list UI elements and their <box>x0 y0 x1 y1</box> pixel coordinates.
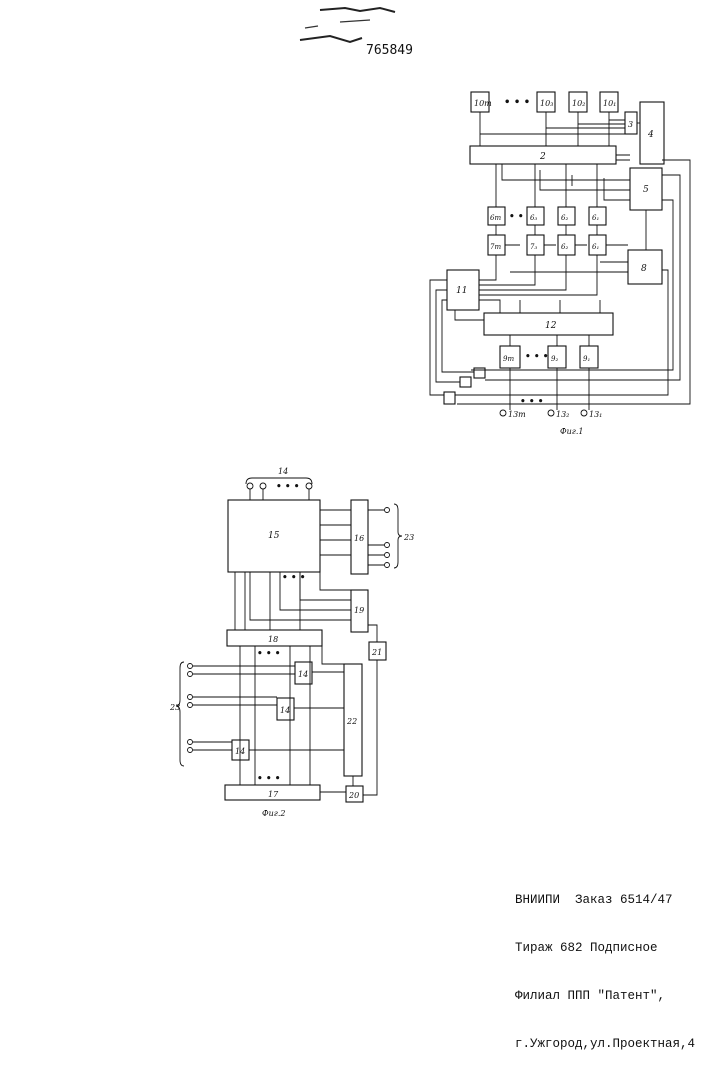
output-13-1: 13₁ <box>589 410 602 419</box>
block-17-label: 17 <box>268 790 279 799</box>
block-10-2-label: 10₂ <box>572 99 585 108</box>
block-5-label: 5 <box>643 185 649 195</box>
footer-line-3: Филиал ППП "Патент", <box>515 988 695 1004</box>
block-10m-label: 10m <box>474 99 492 108</box>
ellipsis-mid-fig2: • • • <box>257 649 281 659</box>
block-8-label: 8 <box>641 264 647 274</box>
block-20-label: 20 <box>348 791 359 800</box>
fig1-outputs: 13m 13₂ 13₁ • • • <box>500 397 602 419</box>
diagram-canvas: 10m • • • 10₃ 10₂ 10₁ 3 4 2 5 6m • • • <box>0 0 707 1000</box>
block-7-2-label: 6₂ <box>561 243 568 251</box>
block-9-1-label: 9₁ <box>583 355 590 363</box>
output-13m: 13m <box>508 410 526 419</box>
block-6m-label: 6m <box>490 214 501 222</box>
patent-page: 765849 10m • • • 10₃ 10₂ 10₁ 3 4 2 <box>0 0 707 1000</box>
small-block-s3 <box>444 392 455 404</box>
footer-line-4: г.Ужгород,ул.Проектная,4 <box>515 1036 695 1052</box>
ellipsis-fig2-15: • • • <box>282 573 306 583</box>
ellipsis-outputs: • • • <box>520 397 544 407</box>
block-22-label: 22 <box>346 717 357 726</box>
footer-imprint: ВНИИПИ Заказ 6514/47 Тираж 682 Подписное… <box>515 860 695 1084</box>
output-13-2: 13₂ <box>556 410 569 419</box>
block-9m-label: 9m <box>503 355 514 363</box>
block-10-3-label: 10₃ <box>540 99 553 108</box>
block-4-label: 4 <box>647 130 654 140</box>
header-stamp-smudge <box>300 8 395 42</box>
block-3-label: 3 <box>628 120 633 129</box>
bus-label-14: 14 <box>278 467 288 476</box>
ellipsis-row9: • • • <box>525 352 549 362</box>
small-block-s2 <box>460 377 471 387</box>
block-14-b-label: 14 <box>280 706 290 715</box>
block-6-1-label: 6₁ <box>592 214 599 222</box>
block-10-1-label: 10₁ <box>603 99 616 108</box>
figure-2: 14 • • • 15 16 23 19 <box>169 467 414 818</box>
block-6-2-label: 6₂ <box>561 214 568 222</box>
bus-label-23-left: 23 <box>169 703 180 712</box>
block-21-label: 21 <box>371 648 382 657</box>
block-18-label: 18 <box>268 635 278 644</box>
block-7m-label: 7m <box>490 243 501 251</box>
footer-line-2: Тираж 682 Подписное <box>515 940 695 956</box>
block-2-label: 2 <box>539 152 546 162</box>
block-19-label: 19 <box>354 606 364 615</box>
small-block-s1 <box>474 368 485 378</box>
ellipsis-top-fig1: • • • <box>504 97 530 108</box>
block-16-label: 16 <box>354 534 364 543</box>
ellipsis-top-fig2: • • • <box>276 482 300 492</box>
block-9-2-label: 9₂ <box>551 355 558 363</box>
block-7-1-label: 6₁ <box>592 243 599 251</box>
block-15-label: 15 <box>268 531 280 541</box>
block-12-label: 12 <box>545 321 557 331</box>
bus-label-23-right: 23 <box>403 533 414 542</box>
fig2-caption: Фиг.2 <box>262 809 285 818</box>
fig1-caption: Фиг.1 <box>560 427 583 436</box>
block-11-label: 11 <box>456 286 467 296</box>
ellipsis-bottom-fig2: • • • <box>257 774 281 784</box>
block-7-3-label: 7₃ <box>530 243 537 251</box>
block-6-3-label: 6₃ <box>530 214 537 222</box>
block-14-a-label: 14 <box>298 670 308 679</box>
footer-line-1: ВНИИПИ Заказ 6514/47 <box>515 892 695 908</box>
figure-1: 10m • • • 10₃ 10₂ 10₁ 3 4 2 5 6m • • • <box>430 92 690 436</box>
